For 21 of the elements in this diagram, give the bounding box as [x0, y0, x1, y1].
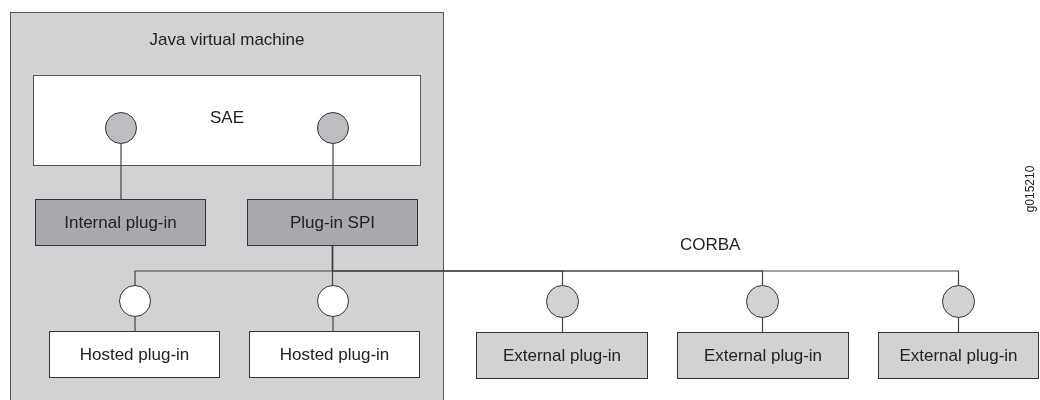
plugin-box: External plug-in — [476, 332, 648, 379]
connector-line — [332, 316, 334, 332]
component-box — [33, 75, 421, 166]
figure-id: g015210 — [1022, 164, 1038, 215]
connector-line — [332, 143, 334, 200]
plugin-box: External plug-in — [677, 332, 849, 379]
connector-line — [957, 317, 960, 333]
connector-line — [561, 317, 564, 333]
box-title: Java virtual machine — [148, 29, 306, 51]
plugin-box: Hosted plug-in — [49, 331, 220, 378]
connector-line — [134, 316, 136, 332]
plugin-box: Hosted plug-in — [249, 331, 420, 378]
plugin-box: Internal plug-in — [35, 199, 206, 246]
box-title: SAE — [209, 107, 245, 129]
network-label: CORBA — [680, 234, 741, 256]
plugin-box: Plug-in SPI — [247, 199, 418, 246]
container-box — [10, 12, 444, 400]
connector-line — [331, 245, 960, 286]
plugin-box: External plug-in — [878, 332, 1039, 379]
connector-line — [761, 317, 764, 333]
connector-line — [120, 143, 122, 200]
